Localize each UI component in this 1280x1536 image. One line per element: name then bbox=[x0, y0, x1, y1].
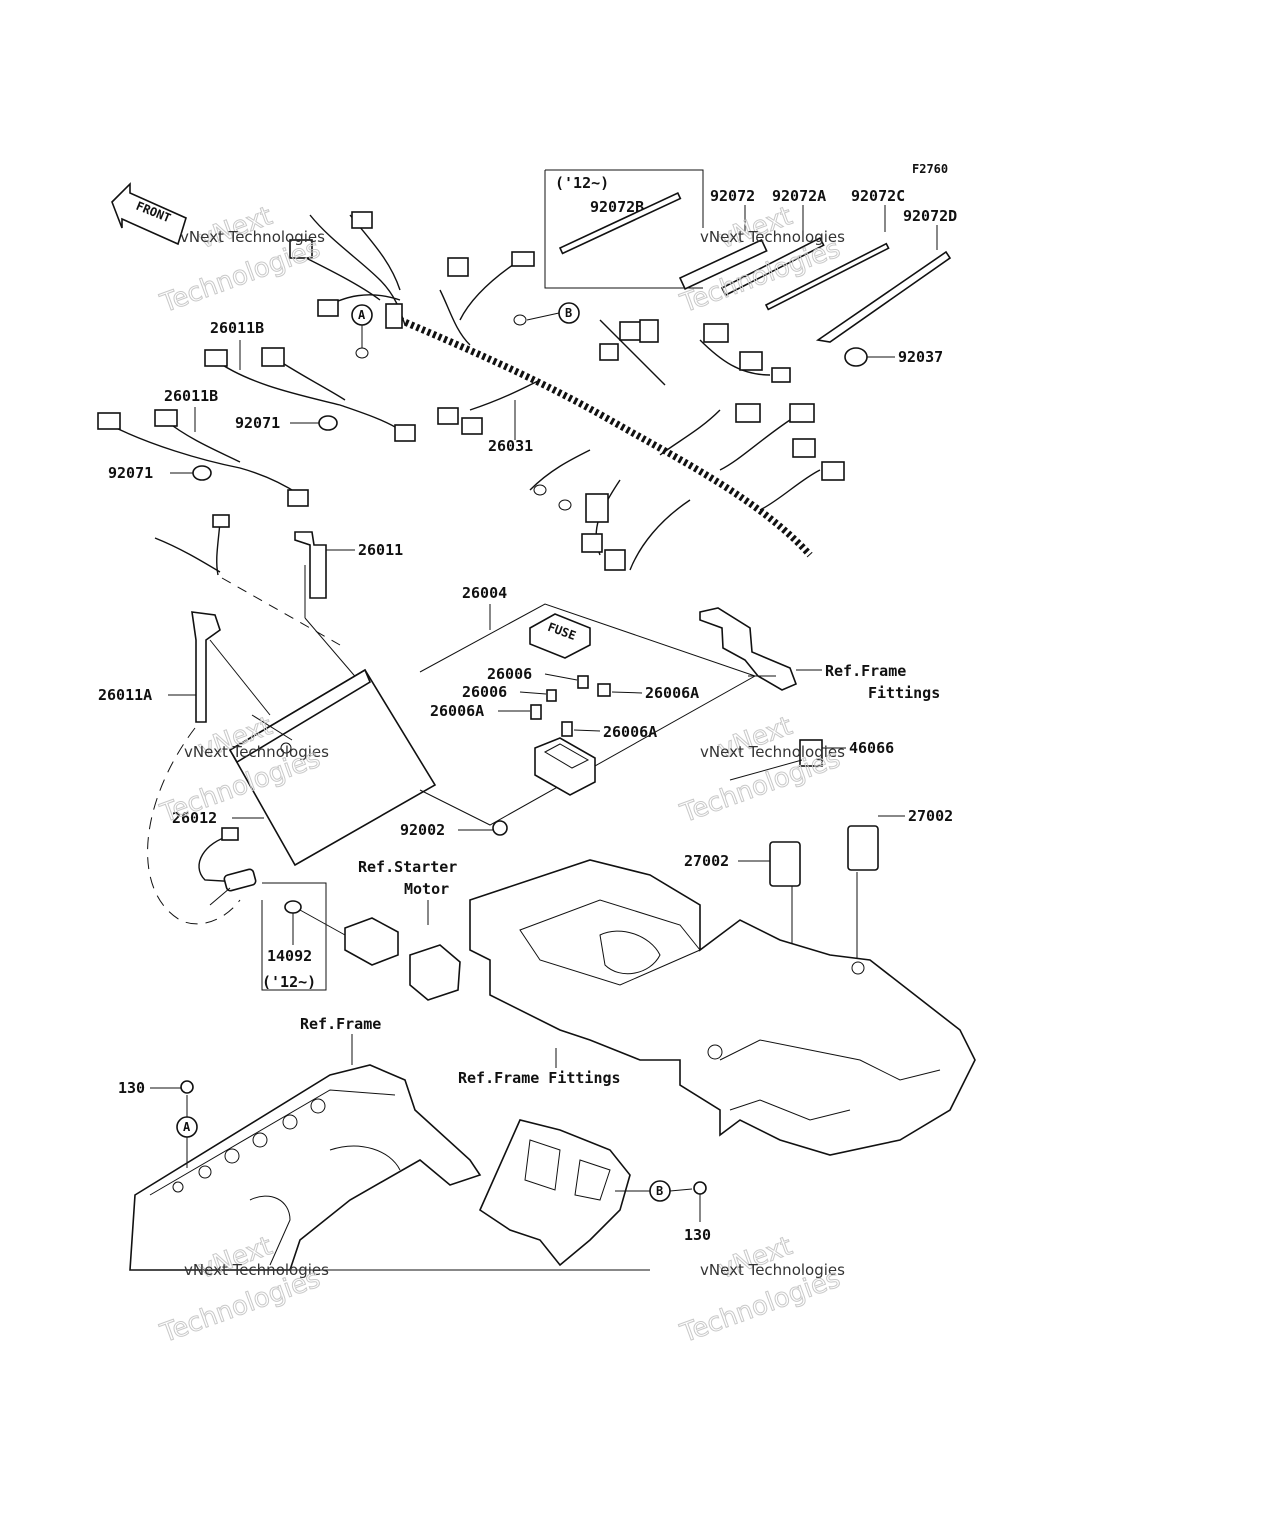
clamp-92037 bbox=[844, 347, 868, 367]
front-arrow-icon: FRONT bbox=[111, 182, 187, 246]
label-14092: 14092 bbox=[267, 947, 312, 965]
ref-frame-fittings-top-b: Fittings bbox=[868, 684, 940, 702]
sub-harness-26011B-upper: 26011B 92071 bbox=[204, 319, 416, 442]
connector-46066: 46066 bbox=[729, 739, 894, 781]
cable-tie-92072B bbox=[558, 191, 682, 255]
svg-text:A: A bbox=[358, 308, 366, 322]
bolt-130-right bbox=[693, 1181, 707, 1195]
label-92071-lower: 92071 bbox=[108, 464, 153, 482]
starter-cap bbox=[409, 944, 461, 1001]
callout-b-top: B bbox=[526, 302, 580, 324]
svg-text:vNext Technologies: vNext Technologies bbox=[180, 228, 325, 246]
year-note-top: ('12~) bbox=[555, 174, 609, 192]
label-92037: 92037 bbox=[898, 348, 943, 366]
callout-a-top: A bbox=[351, 304, 373, 348]
year-note-bottom: ('12~) bbox=[262, 973, 316, 991]
label-130-right: 130 bbox=[684, 1226, 711, 1244]
fuse-26006A-a bbox=[597, 683, 611, 697]
starter-solenoid bbox=[344, 917, 399, 966]
ref-frame: Ref.Frame bbox=[300, 1015, 381, 1033]
callout-a-bottom: A 130 bbox=[118, 1079, 198, 1168]
battery-case: Ref.Frame Fittings bbox=[458, 859, 976, 1156]
grommet-92071-lower bbox=[192, 465, 212, 481]
label-26011: 26011 bbox=[358, 541, 403, 559]
svg-text:vNext Technologies: vNext Technologies bbox=[184, 1261, 329, 1279]
battery-cable-26011 bbox=[294, 531, 327, 599]
main-harness-26031: 26031 bbox=[289, 211, 845, 571]
frame: Ref.Frame bbox=[129, 1015, 650, 1271]
watermark-top-right: vNext vNext Technologies Technologies bbox=[676, 201, 846, 320]
svg-text:vNext Technologies: vNext Technologies bbox=[184, 743, 329, 761]
cable-tie-box: ('12~) 92072B bbox=[544, 169, 704, 289]
label-26006A-b: 26006A bbox=[430, 702, 484, 720]
fuse-box-26004 bbox=[534, 737, 596, 796]
label-27002-left: 27002 bbox=[684, 852, 729, 870]
label-130-left: 130 bbox=[118, 1079, 145, 1097]
fuse-26006A-c bbox=[561, 721, 573, 737]
label-26006A-a: 26006A bbox=[645, 684, 699, 702]
label-26031: 26031 bbox=[488, 437, 533, 455]
svg-text:B: B bbox=[565, 306, 572, 320]
label-92072C: 92072C bbox=[851, 187, 905, 205]
fuse-cover bbox=[529, 613, 591, 659]
label-92072: 92072 bbox=[710, 187, 755, 205]
bolt-92002 bbox=[492, 820, 508, 836]
cable-tie-92072C bbox=[764, 242, 890, 311]
sub-harness-26011B-lower: 26011B 92071 bbox=[97, 387, 309, 507]
label-92071-upper: 92071 bbox=[235, 414, 280, 432]
battery bbox=[228, 668, 437, 867]
svg-text:B: B bbox=[656, 1184, 663, 1198]
fuse-bracket: Ref.Frame Fittings bbox=[699, 607, 940, 702]
fuse-26006-a bbox=[577, 675, 589, 689]
relay-27002-right bbox=[847, 825, 879, 871]
ref-starter-b: Motor bbox=[404, 880, 449, 898]
callout-b-bottom: B 130 bbox=[615, 1180, 711, 1244]
cap-14092 bbox=[284, 900, 302, 914]
watermark-mid-right: vNext vNext Technologies Technologies bbox=[676, 711, 846, 830]
label-26012: 26012 bbox=[172, 809, 217, 827]
cable-tie-92072 bbox=[678, 238, 768, 290]
watermark-bottom-right: vNext vNext Technologies Technologies bbox=[676, 1231, 846, 1350]
figure-code: F2760 bbox=[912, 162, 948, 176]
svg-text:vNext Technologies: vNext Technologies bbox=[700, 1261, 845, 1279]
svg-text:vNext Technologies: vNext Technologies bbox=[700, 743, 845, 761]
cable-ties-right: 92072 92072A 92072C 92072D 92037 bbox=[678, 187, 957, 367]
label-26006-a: 26006 bbox=[487, 665, 532, 683]
svg-text:vNext Technologies: vNext Technologies bbox=[700, 228, 845, 246]
fuse-26006A-b bbox=[530, 704, 542, 720]
label-92002: 92002 bbox=[400, 821, 445, 839]
fuse-26006-b bbox=[546, 689, 557, 702]
label-92072B: 92072B bbox=[590, 198, 644, 216]
svg-text:Technologies: Technologies bbox=[156, 234, 324, 320]
grommet-92071-upper bbox=[318, 415, 338, 431]
svg-text:A: A bbox=[183, 1120, 191, 1134]
label-27002-right: 27002 bbox=[908, 807, 953, 825]
bolt-130-left bbox=[180, 1080, 194, 1094]
ref-frame-fittings-bottom: Ref.Frame Fittings bbox=[458, 1069, 621, 1087]
label-46066: 46066 bbox=[849, 739, 894, 757]
label-92072D: 92072D bbox=[903, 207, 957, 225]
cable-tie-92072A bbox=[720, 236, 825, 297]
battery-cable-26011A bbox=[191, 611, 221, 723]
relays-27002: 27002 27002 bbox=[684, 807, 953, 1045]
label-26006A-c: 26006A bbox=[603, 723, 657, 741]
ref-frame-fittings-top-a: Ref.Frame bbox=[825, 662, 906, 680]
label-26004: 26004 bbox=[462, 584, 507, 602]
label-26011A: 26011A bbox=[98, 686, 152, 704]
starter-relay-area: Ref.Starter Motor 14092 ('12~) bbox=[261, 858, 461, 1001]
label-92072A: 92072A bbox=[772, 187, 826, 205]
battery-cables: 26011 26011A 26012 bbox=[98, 514, 403, 925]
relay-27002-left bbox=[769, 841, 801, 887]
label-26011B-lower: 26011B bbox=[164, 387, 218, 405]
cable-tie-92072D bbox=[815, 250, 952, 343]
ref-starter-a: Ref.Starter bbox=[358, 858, 457, 876]
label-26011B-upper: 26011B bbox=[210, 319, 264, 337]
label-26006-b: 26006 bbox=[462, 683, 507, 701]
